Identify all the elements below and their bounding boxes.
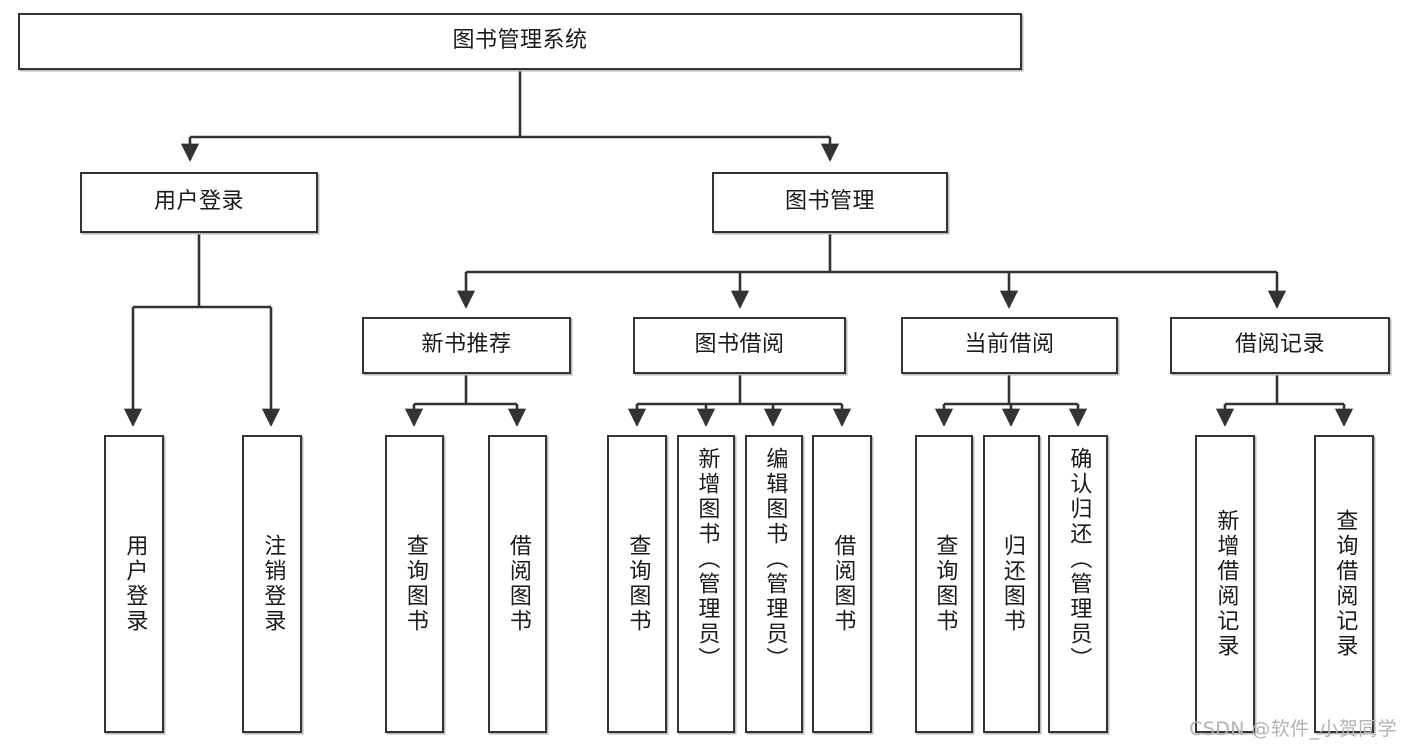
node-leaf-query-book-3-label: 查询图书 bbox=[932, 534, 958, 634]
node-leaf-confirm-return-label: 确认归还（管理员） bbox=[1066, 447, 1092, 672]
node-leaf-return-book[interactable]: 归还图书 bbox=[983, 435, 1040, 733]
node-new-book-recommend-label: 新书推荐 bbox=[421, 332, 512, 358]
node-leaf-query-book-2-label: 查询图书 bbox=[625, 534, 651, 634]
node-leaf-query-book-2[interactable]: 查询图书 bbox=[607, 435, 667, 733]
node-current-borrow[interactable]: 当前借阅 bbox=[901, 317, 1118, 374]
node-borrow-record[interactable]: 借阅记录 bbox=[1170, 317, 1390, 374]
node-leaf-borrow-book-1[interactable]: 借阅图书 bbox=[488, 435, 547, 733]
node-leaf-logout-login[interactable]: 注销登录 bbox=[242, 435, 302, 733]
node-leaf-logout-login-label: 注销登录 bbox=[260, 534, 286, 634]
node-current-borrow-label: 当前借阅 bbox=[964, 332, 1055, 358]
node-book-management-label: 图书管理 bbox=[784, 189, 875, 215]
node-leaf-query-borrow-record[interactable]: 查询借阅记录 bbox=[1314, 435, 1374, 733]
csdn-watermark: CSDN @软件_小贺同学 bbox=[1189, 718, 1397, 740]
node-leaf-confirm-return[interactable]: 确认归还（管理员） bbox=[1048, 435, 1108, 733]
node-leaf-user-login[interactable]: 用户登录 bbox=[104, 435, 164, 733]
node-book-borrow-label: 图书借阅 bbox=[694, 332, 785, 358]
node-leaf-add-book[interactable]: 新增图书（管理员） bbox=[677, 435, 735, 733]
node-leaf-borrow-book-2[interactable]: 借阅图书 bbox=[812, 435, 872, 733]
node-leaf-borrow-book-2-label: 借阅图书 bbox=[830, 534, 856, 634]
node-root-label: 图书管理系统 bbox=[452, 28, 588, 54]
node-book-borrow[interactable]: 图书借阅 bbox=[633, 317, 846, 374]
node-leaf-query-book-3[interactable]: 查询图书 bbox=[915, 435, 973, 733]
node-leaf-edit-book[interactable]: 编辑图书（管理员） bbox=[745, 435, 803, 733]
node-leaf-return-book-label: 归还图书 bbox=[999, 534, 1025, 634]
node-leaf-borrow-book-1-label: 借阅图书 bbox=[505, 534, 531, 634]
node-leaf-add-borrow-record[interactable]: 新增借阅记录 bbox=[1195, 435, 1255, 733]
node-leaf-query-book-1[interactable]: 查询图书 bbox=[385, 435, 444, 733]
node-leaf-query-borrow-record-label: 查询借阅记录 bbox=[1332, 509, 1358, 659]
node-user-login[interactable]: 用户登录 bbox=[80, 172, 318, 233]
node-book-management[interactable]: 图书管理 bbox=[712, 172, 948, 233]
node-leaf-edit-book-label: 编辑图书（管理员） bbox=[762, 447, 788, 672]
node-new-book-recommend[interactable]: 新书推荐 bbox=[362, 317, 571, 374]
node-leaf-query-book-1-label: 查询图书 bbox=[402, 534, 428, 634]
node-leaf-add-book-label: 新增图书（管理员） bbox=[694, 447, 720, 672]
node-leaf-user-login-label: 用户登录 bbox=[122, 534, 148, 634]
node-user-login-label: 用户登录 bbox=[153, 189, 244, 215]
node-borrow-record-label: 借阅记录 bbox=[1234, 332, 1325, 358]
node-root[interactable]: 图书管理系统 bbox=[18, 13, 1022, 70]
node-leaf-add-borrow-record-label: 新增借阅记录 bbox=[1213, 509, 1239, 659]
